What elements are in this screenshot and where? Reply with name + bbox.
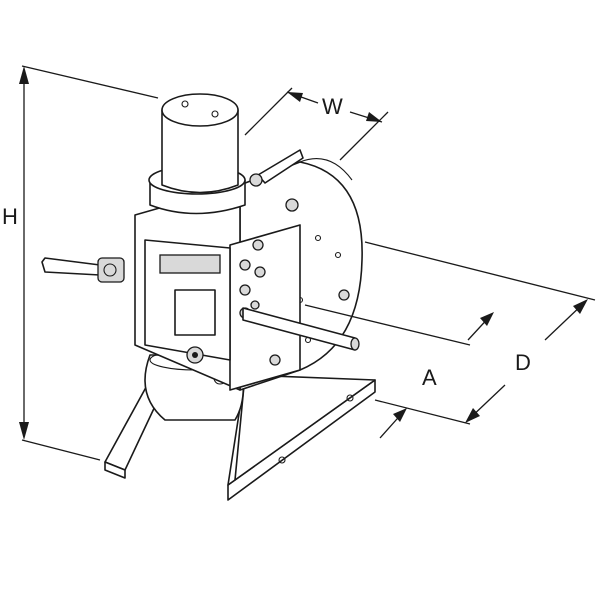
main-housing <box>134 184 301 391</box>
dimension-label-h: H <box>2 204 18 229</box>
dimension-w: W <box>244 87 389 161</box>
dimension-label-w: W <box>322 94 343 119</box>
dimension-label-a: A <box>422 365 437 390</box>
guide-rod <box>242 307 360 351</box>
dimension-a: A <box>304 304 494 439</box>
top-cylinder <box>148 93 246 215</box>
clamp-handle-left <box>41 257 125 283</box>
base-foot-right <box>227 374 376 501</box>
dimension-label-d: D <box>515 350 531 375</box>
dimension-h: H <box>2 65 159 461</box>
clamp-handle-top <box>249 149 304 187</box>
dimension-d: D <box>364 241 596 425</box>
